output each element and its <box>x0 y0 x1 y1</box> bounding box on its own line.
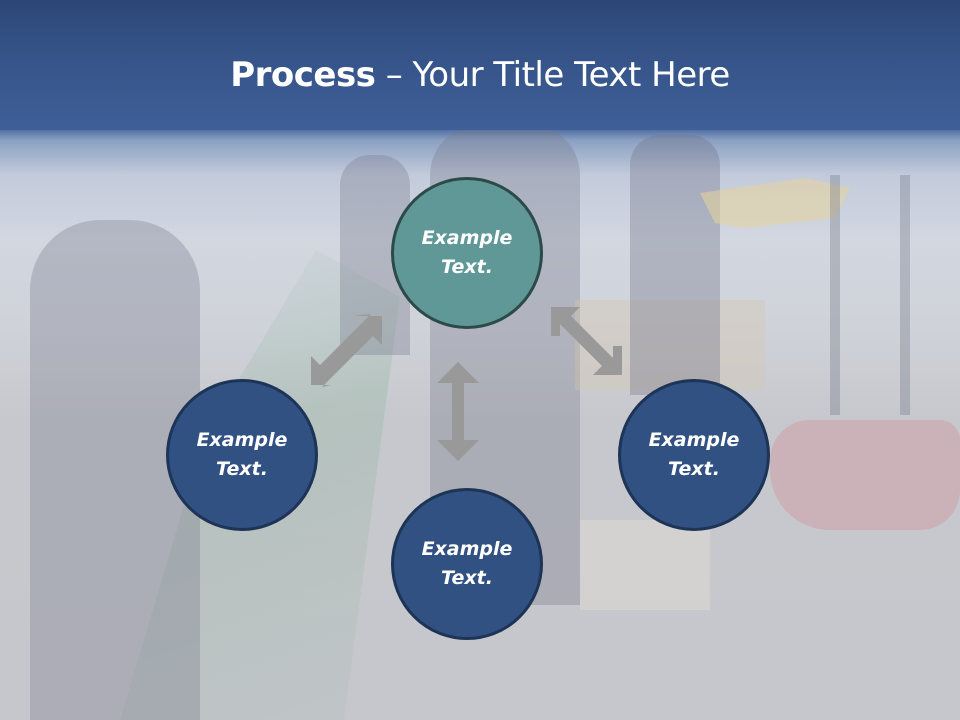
circle-left-line1: Example <box>196 429 288 451</box>
background-rock <box>580 520 710 610</box>
circle-right-line1: Example <box>648 429 740 451</box>
background-figure-right <box>630 135 720 395</box>
circle-right-line2: Text. <box>668 458 720 480</box>
slide-title: Process – Your Title Text Here <box>0 54 960 96</box>
circle-bottom-line2: Text. <box>441 567 493 589</box>
process-circle-top[interactable]: Example Text. <box>391 177 543 329</box>
title-rest: – Your Title Text Here <box>375 55 731 95</box>
background-red-cape <box>770 420 960 530</box>
process-circle-left[interactable]: Example Text. <box>166 379 318 531</box>
background-yellow-cape <box>700 178 850 228</box>
process-circle-bottom[interactable]: Example Text. <box>391 488 543 640</box>
circle-top-line2: Text. <box>441 256 493 278</box>
circle-bottom-line1: Example <box>421 538 513 560</box>
title-bold: Process <box>230 55 376 95</box>
circle-top-line1: Example <box>421 227 513 249</box>
circle-left-line2: Text. <box>216 458 268 480</box>
process-circle-right[interactable]: Example Text. <box>618 379 770 531</box>
title-bar: Process – Your Title Text Here <box>0 0 960 130</box>
background-water-tower <box>830 175 910 415</box>
